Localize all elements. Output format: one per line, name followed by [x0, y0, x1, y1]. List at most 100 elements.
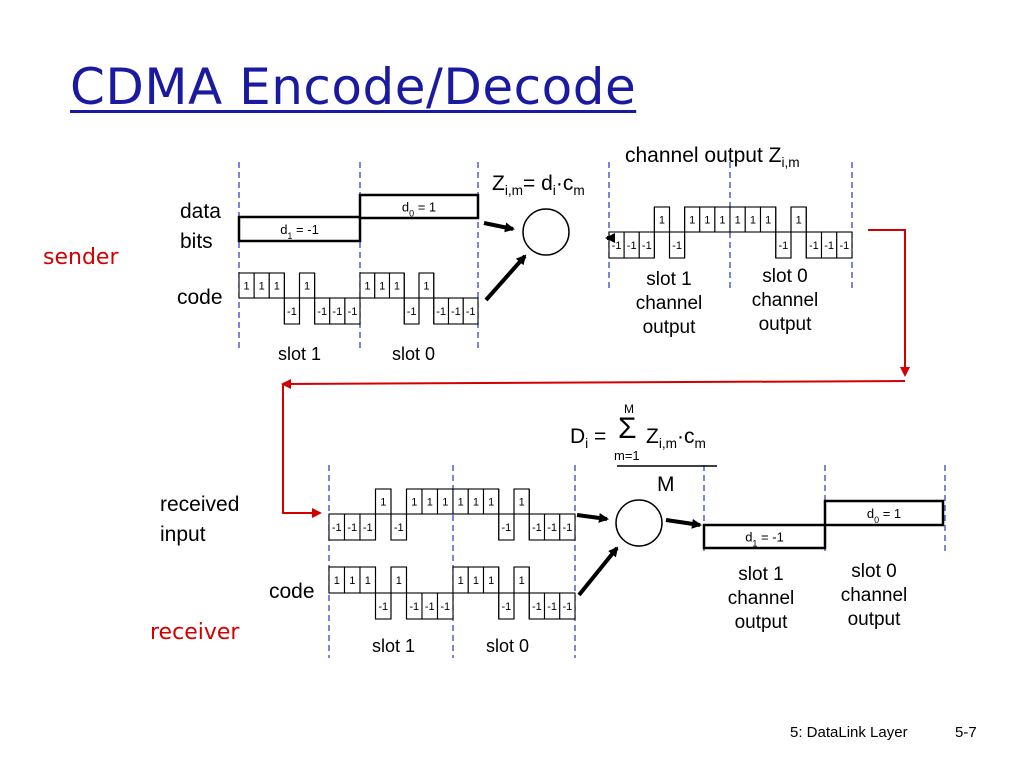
chip-value: 1 — [659, 215, 665, 227]
chip-value: -1 — [532, 601, 542, 613]
red-path-left — [281, 378, 906, 389]
chip-value: 1 — [488, 497, 494, 509]
bit-box-frame — [823, 499, 945, 527]
chip-value: -1 — [824, 240, 834, 252]
chip-value: -1 — [451, 306, 461, 318]
sender-data-bit-d0: d0 = 1 — [358, 193, 480, 220]
received-input-arrow — [576, 512, 609, 523]
chip-value: 1 — [379, 281, 385, 293]
chip-value: -1 — [287, 306, 297, 318]
chip-value: 1 — [519, 497, 525, 509]
chip-value: -1 — [612, 240, 622, 252]
chip-value: 1 — [473, 575, 479, 587]
chip-cell — [436, 592, 454, 620]
decoded-bit-d1: d1 = -1 — [702, 523, 827, 550]
chip-cell — [462, 297, 479, 325]
decoded-bit-d0: d0 = 1 — [823, 499, 945, 527]
decoder-multiplier-circle — [615, 499, 663, 547]
bit-box-frame — [358, 193, 480, 220]
code-label-sender: code — [177, 286, 223, 309]
chip-value: 1 — [380, 497, 386, 509]
chip-value: -1 — [672, 240, 682, 252]
slot0-label-receiver: slot 0 — [486, 636, 530, 656]
chip-value: 1 — [458, 497, 464, 509]
decode-formula-z: Zi,m·cm — [646, 425, 706, 452]
bit-box-frame — [237, 215, 362, 243]
chip-value: 1 — [349, 575, 355, 587]
sender-data-bit-d1: d1 = -1 — [237, 215, 362, 243]
chip-value: -1 — [436, 306, 446, 318]
chip-value: 1 — [427, 497, 433, 509]
chip-value: -1 — [532, 522, 542, 534]
sender-label: sender — [43, 245, 119, 270]
code-arrow — [484, 254, 527, 302]
channel-output-title: channel output Zi,m — [625, 144, 800, 171]
chip-value: 1 — [704, 215, 710, 227]
chip-value: -1 — [501, 522, 511, 534]
decode-sum-upper: M — [624, 402, 634, 416]
data-bits-label-2: bits — [180, 230, 213, 253]
chip-value: 1 — [796, 215, 802, 227]
slot1-label-sender: slot 1 — [278, 344, 322, 364]
chip-value: -1 — [332, 306, 342, 318]
encoder-multiplier-circle — [522, 208, 570, 256]
chip-value: 1 — [735, 215, 741, 227]
decode-sum-lower: m=1 — [614, 448, 640, 463]
chip-cell — [344, 297, 361, 325]
chip-value: -1 — [547, 601, 557, 613]
chip-cell — [836, 231, 853, 259]
chip-value: -1 — [409, 601, 419, 613]
chip-value: -1 — [778, 240, 788, 252]
received-input-label-2: input — [160, 523, 206, 546]
decode-sigma: Σ — [618, 412, 637, 445]
chip-value: 1 — [765, 215, 771, 227]
chip-value: 1 — [396, 575, 402, 587]
page-title: CDMA Encode/Decode — [70, 58, 637, 116]
data-bits-label-1: data — [180, 200, 221, 223]
decode-formula-d: Di = — [570, 425, 607, 452]
chip-value: 1 — [259, 281, 265, 293]
receiver-label: receiver — [150, 620, 240, 645]
red-path-down — [868, 229, 910, 377]
data-bit-arrow — [483, 221, 515, 233]
chip-value: 1 — [519, 575, 525, 587]
chip-value: 1 — [473, 497, 479, 509]
bit-box-text: d0 = 1 — [867, 506, 901, 525]
chip-value: -1 — [332, 522, 342, 534]
chip-value: 1 — [689, 215, 695, 227]
code-label-receiver: code — [269, 580, 315, 603]
chip-value: -1 — [347, 522, 357, 534]
slot0-label-sender: slot 0 — [392, 344, 436, 364]
chip-value: 1 — [334, 575, 340, 587]
chip-value: 1 — [750, 215, 756, 227]
chip-value: -1 — [642, 240, 652, 252]
chip-value: -1 — [394, 522, 404, 534]
chip-value: -1 — [363, 522, 373, 534]
footer-page: 5-7 — [955, 724, 977, 741]
chip-value: -1 — [466, 306, 476, 318]
chip-value: 1 — [364, 281, 370, 293]
bit-box-text: d0 = 1 — [402, 200, 436, 219]
chip-value: -1 — [348, 306, 358, 318]
chip-value: -1 — [501, 601, 511, 613]
chip-value: 1 — [411, 497, 417, 509]
chip-value: -1 — [809, 240, 819, 252]
footer-chapter: 5: DataLink Layer — [790, 724, 908, 741]
chip-value: 1 — [244, 281, 250, 293]
bit-box-text: d1 = -1 — [280, 222, 319, 241]
decoder-output-arrow — [665, 518, 702, 529]
chip-value: -1 — [562, 601, 572, 613]
chip-value: 1 — [458, 575, 464, 587]
chip-value: 1 — [304, 281, 310, 293]
